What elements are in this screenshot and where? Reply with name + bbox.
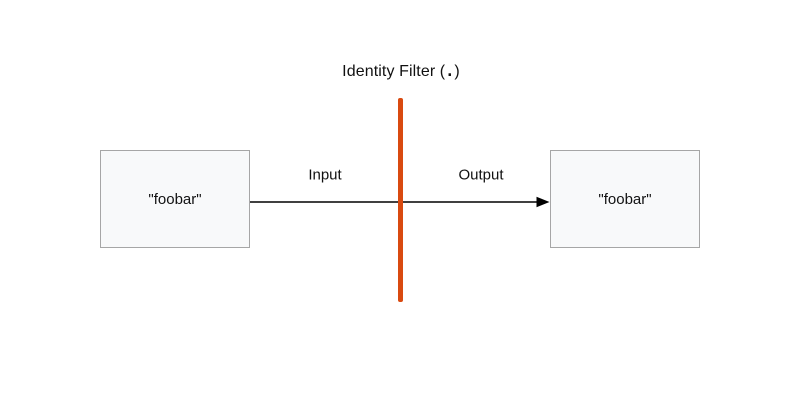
- input-box: "foobar": [100, 150, 250, 248]
- filter-title-suffix: ): [454, 63, 460, 80]
- output-box: "foobar": [550, 150, 700, 248]
- filter-title: Identity Filter (.): [342, 62, 460, 81]
- input-box-value: "foobar": [148, 190, 202, 208]
- flow-arrow-head-icon: [536, 196, 550, 208]
- identity-filter-line: [398, 98, 403, 302]
- filter-title-prefix: Identity Filter (: [342, 63, 446, 80]
- output-box-value: "foobar": [598, 190, 652, 208]
- input-label: Input: [308, 166, 342, 184]
- output-label: Output: [458, 166, 504, 184]
- identity-dot: .: [445, 62, 455, 80]
